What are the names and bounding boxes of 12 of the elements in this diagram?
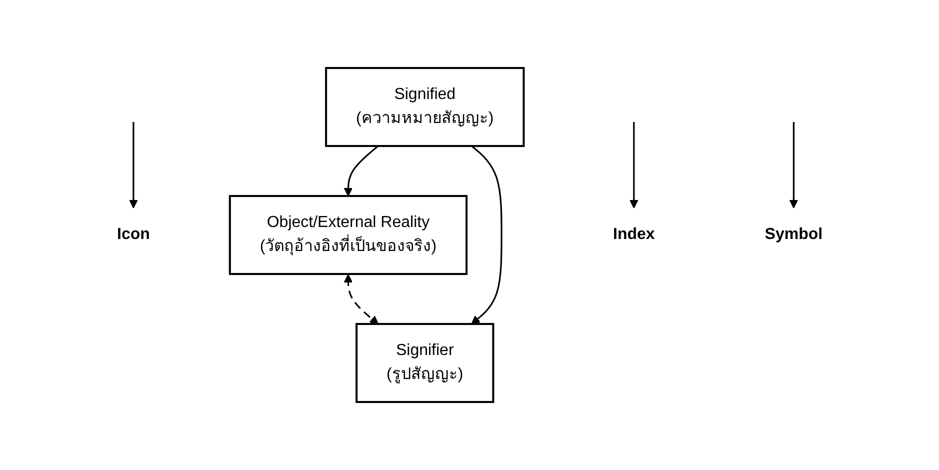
node-text: Index: [612, 226, 654, 243]
node-text: Symbol: [764, 226, 822, 243]
arrow: [470, 145, 502, 324]
arrow: [344, 274, 378, 324]
arrow: [789, 122, 798, 208]
node-box: [355, 323, 494, 403]
arrow: [128, 122, 138, 208]
node-box: [324, 67, 524, 147]
arrow: [629, 122, 638, 208]
arrow: [344, 145, 378, 196]
node-box: [228, 195, 468, 275]
node-text: Icon: [116, 226, 150, 243]
